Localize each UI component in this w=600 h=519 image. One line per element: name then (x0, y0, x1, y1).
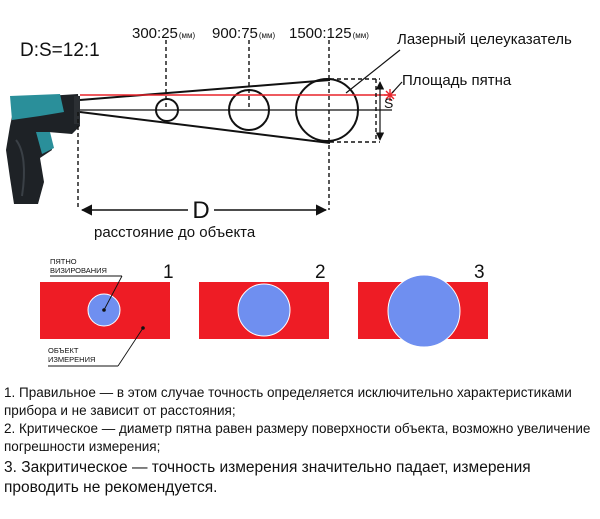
case-panel-1: 1 (40, 262, 174, 339)
spot-label-900: 900:75(мм) (212, 25, 276, 42)
cone-top-line (79, 79, 331, 101)
spot-area-label: Площадь пятна (402, 72, 512, 89)
note-2: 2. Критическое — диаметр пятна равен раз… (4, 421, 591, 454)
s-label: S (384, 95, 393, 111)
spot-label-300: 300:25(мм) (132, 25, 196, 42)
spot-circle (387, 274, 461, 348)
spot-dashed-guides (77, 40, 330, 210)
case-number: 1 (163, 262, 174, 283)
laser-label: Лазерный целеуказатель (397, 31, 572, 48)
distance-label: расстояние до объекта (94, 224, 256, 241)
note-1: 1. Правильное — в этом случае точность о… (4, 385, 572, 418)
note-3: 3. Закритическое — точность измерения зн… (4, 459, 531, 496)
ratio-label: D:S=12:1 (20, 40, 100, 61)
spot-label-1500: 1500:125(мм) (289, 25, 369, 42)
case-number: 2 (315, 262, 326, 283)
spot-label: ПЯТНО ВИЗИРОВАНИЯ (50, 257, 107, 275)
spot-area-leader-line (391, 81, 403, 94)
spot-leader-line (103, 275, 123, 311)
spot-circle (237, 283, 291, 337)
laser-leader-line (345, 49, 401, 94)
case-number: 3 (474, 262, 485, 283)
case-panel-3: 3 (358, 262, 488, 348)
pyrometer-diagram: D:S=12:1 300:25(мм) 900:75(мм) 150 (6, 25, 572, 367)
pyrometer-icon (6, 94, 80, 204)
cone-bottom-line (79, 111, 331, 144)
notes-block: 1. Правильное — в этом случае точность о… (4, 384, 596, 498)
object-leader-line (117, 327, 144, 367)
d-label: D (192, 197, 209, 224)
case-panel-2: 2 (199, 262, 329, 339)
object-label: ОБЪЕКТ ИЗМЕРЕНИЯ (48, 346, 95, 364)
